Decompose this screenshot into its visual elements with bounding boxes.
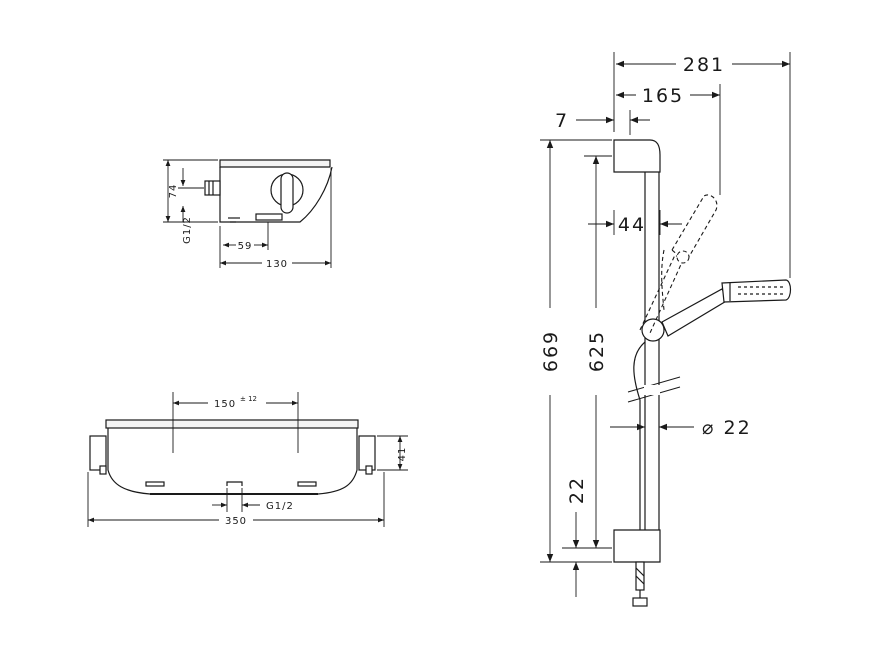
front-centers-label: 150 [214, 399, 236, 410]
rail-diameter-label: ⌀ 22 [702, 417, 752, 439]
side-view: 74 G1/2 59 130 [163, 159, 333, 270]
rail-total-height-label: 669 [540, 330, 562, 372]
side-inlet-offset-label: 59 [238, 241, 253, 252]
rail-handshower-alt [639, 194, 718, 334]
front-outlet-label: G1/2 [266, 501, 294, 512]
rail-arm-label: 165 [642, 85, 684, 107]
side-thread-label: G1/2 [182, 216, 193, 244]
front-height-label: 41 [397, 447, 408, 462]
rail-view: 281 165 7 44 669 625 ⌀ 22 22 [540, 52, 792, 607]
front-centers-tolerance: ± 12 [240, 395, 257, 403]
rail-bottom-offset-label: 22 [566, 476, 588, 504]
rail-reach-label: 281 [683, 54, 725, 76]
front-width-label: 350 [225, 516, 247, 527]
rail-centers-label: 625 [586, 330, 608, 372]
rail-dimensions [540, 52, 791, 597]
rail-outline [613, 139, 792, 607]
front-view: 150 ± 12 41 G1/2 350 [87, 392, 408, 527]
side-view-dimensions [163, 159, 332, 268]
side-view-outline [204, 159, 333, 223]
front-view-outline [89, 419, 376, 495]
front-view-dimensions [87, 392, 408, 527]
side-height-label: 74 [168, 184, 179, 199]
rail-wall-offset-label: 7 [555, 110, 569, 132]
side-depth-label: 130 [266, 259, 288, 270]
rail-handshower-offset-label: 44 [618, 214, 646, 236]
